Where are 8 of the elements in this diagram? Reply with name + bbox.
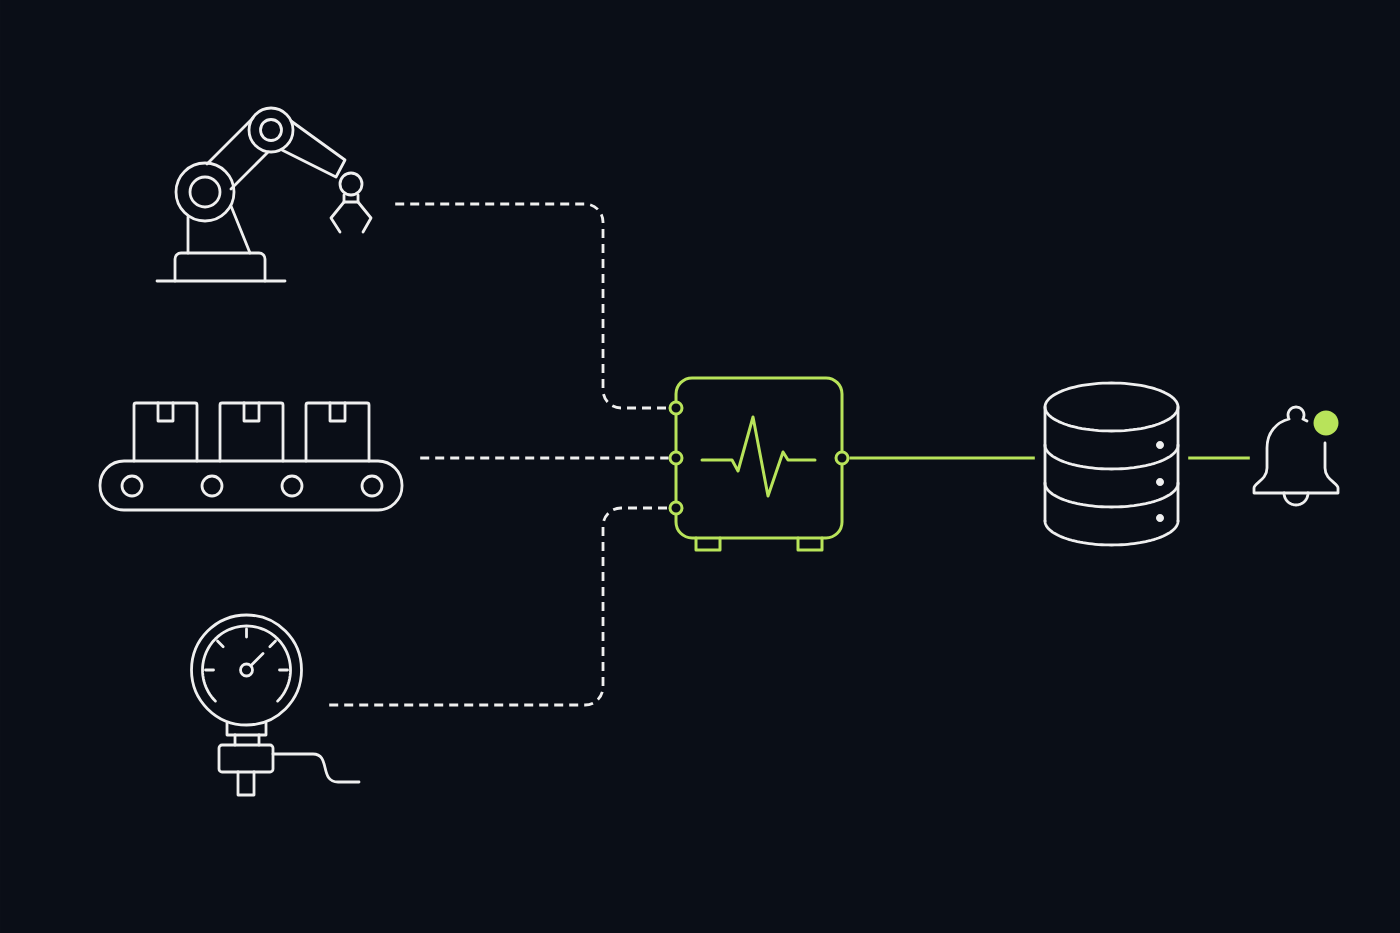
robot-arm [155,106,373,283]
dashed-line [420,456,669,460]
pressure-gauge [190,613,303,797]
conveyor-belt [98,401,404,512]
connector-line [849,456,1035,460]
connector-line [1188,456,1250,460]
dashed-line [395,202,669,410]
dashed-line [329,506,669,707]
